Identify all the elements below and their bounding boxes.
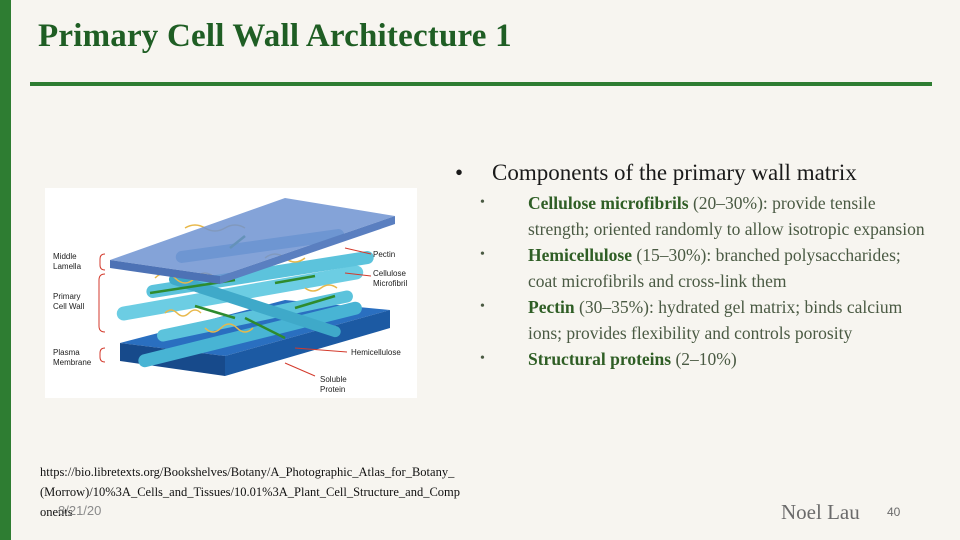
label-cellulose-microfibril-1: Cellulose bbox=[373, 269, 406, 278]
bullet-icon: • bbox=[480, 195, 485, 210]
label-middle-lamella-1: Middle bbox=[53, 252, 77, 261]
plasma-membrane-side bbox=[225, 310, 390, 376]
main-bullet: • Components of the primary wall matrix bbox=[455, 158, 925, 188]
label-cellulose-microfibril-2: Microfibril bbox=[373, 279, 407, 288]
label-primary-cell-wall-2: Cell Wall bbox=[53, 302, 84, 311]
term-pectin: Pectin bbox=[528, 297, 575, 317]
label-plasma-membrane-1: Plasma bbox=[53, 348, 80, 357]
sub-bullet-hemicellulose: • Hemicellulose (15–30%): branched polys… bbox=[455, 242, 925, 294]
sub-bullet-list: • Cellulose microfibrils (20–30%): provi… bbox=[455, 190, 925, 372]
detail-structural-proteins: (2–10%) bbox=[671, 349, 737, 369]
term-hemicellulose: Hemicellulose bbox=[528, 245, 633, 265]
sub-bullet-cellulose: • Cellulose microfibrils (20–30%): provi… bbox=[455, 190, 925, 242]
sub-bullet-structural-proteins: • Structural proteins (2–10%) bbox=[455, 346, 925, 372]
detail-cellulose: (20–30%): provide tensile strength; orie… bbox=[528, 193, 925, 239]
middle-lamella-front bbox=[110, 260, 220, 284]
cell-wall-diagram: Middle Lamella Primary Cell Wall Plasma … bbox=[45, 188, 417, 398]
label-primary-cell-wall-1: Primary bbox=[53, 292, 81, 301]
detail-pectin: (30–35%): hydrated gel matrix; binds cal… bbox=[528, 297, 903, 343]
middle-lamella-side bbox=[220, 216, 395, 284]
page-number: 40 bbox=[887, 505, 901, 519]
source-url-link[interactable]: https://bio.libretexts.org/Bookshelves/B… bbox=[40, 465, 461, 519]
main-bullet-text: Components of the primary wall matrix bbox=[492, 160, 857, 185]
sub-bullet-pectin: • Pectin (30–35%): hydrated gel matrix; … bbox=[455, 294, 925, 346]
middle-lamella-top bbox=[110, 198, 395, 276]
term-structural-proteins: Structural proteins bbox=[528, 349, 672, 369]
bullet-icon: • bbox=[480, 351, 485, 366]
label-soluble-protein-2: Protein bbox=[320, 385, 345, 394]
bullet-icon: • bbox=[455, 160, 464, 185]
slide-title: Primary Cell Wall Architecture 1 bbox=[38, 18, 512, 54]
bullet-icon: • bbox=[480, 247, 485, 262]
label-middle-lamella-2: Lamella bbox=[53, 262, 82, 271]
label-soluble-protein-1: Soluble bbox=[320, 375, 347, 384]
bullet-icon: • bbox=[480, 299, 485, 314]
left-accent-bar bbox=[0, 0, 11, 540]
title-underline bbox=[30, 82, 932, 86]
author-name: Noel Lau bbox=[781, 500, 860, 524]
label-pectin: Pectin bbox=[373, 250, 395, 259]
term-cellulose: Cellulose microfibrils bbox=[528, 193, 689, 213]
label-plasma-membrane-2: Membrane bbox=[53, 358, 92, 367]
right-callout-lines bbox=[284, 247, 372, 377]
detail-hemicellulose: (15–30%): branched polysaccharides; coat… bbox=[528, 245, 901, 291]
slide-date: 8/21/20 bbox=[58, 503, 102, 518]
label-hemicellulose: Hemicellulose bbox=[351, 348, 401, 357]
left-callout-brackets bbox=[98, 253, 106, 363]
cell-wall-illustration: Middle Lamella Primary Cell Wall Plasma … bbox=[53, 198, 407, 394]
bullet-content: • Components of the primary wall matrix … bbox=[455, 158, 925, 372]
